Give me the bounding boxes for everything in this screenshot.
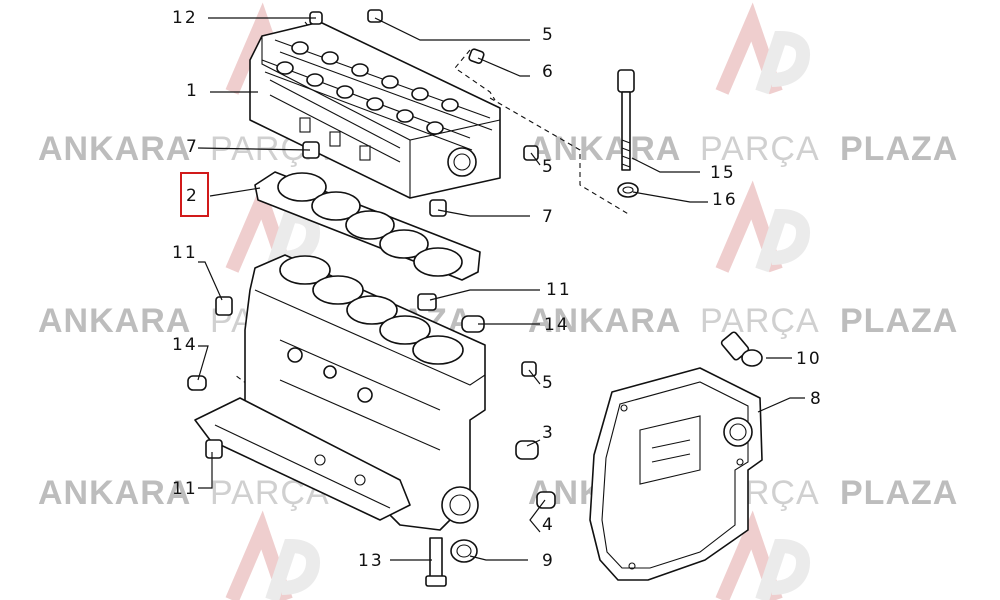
callout-12: 12 bbox=[172, 8, 198, 28]
timing-cover-part bbox=[589, 367, 763, 581]
callout-5: 5 bbox=[542, 373, 555, 393]
callout-10: 10 bbox=[796, 349, 822, 369]
part-11-dowel bbox=[205, 439, 223, 459]
watermark-text-bold: PLAZA bbox=[840, 130, 958, 168]
crank-bore bbox=[441, 486, 479, 524]
callout-5: 5 bbox=[542, 157, 555, 177]
callout-11: 11 bbox=[172, 243, 198, 263]
callout-4: 4 bbox=[542, 515, 555, 535]
cover-opening bbox=[723, 417, 753, 447]
callout-2: 2 bbox=[186, 186, 199, 206]
callout-9: 9 bbox=[542, 551, 555, 571]
gasket-bore bbox=[345, 210, 395, 240]
gasket-bore bbox=[379, 229, 429, 259]
part-13-bolt bbox=[425, 537, 447, 587]
callout-1: 1 bbox=[186, 81, 199, 101]
watermark-logo-mid-right bbox=[715, 180, 810, 273]
part-10-screw bbox=[720, 331, 763, 367]
part-6-plug bbox=[468, 48, 485, 64]
watermark-text-bold: ANKARA bbox=[38, 302, 191, 340]
callout-3: 3 bbox=[542, 423, 555, 443]
watermark-text-bold: PLAZA bbox=[840, 474, 958, 512]
callout-labels: 12 5 6 1 7 5 15 16 2 7 11 11 14 14 10 5 … bbox=[172, 8, 823, 571]
part-5-plug bbox=[367, 9, 383, 23]
watermark-text-bold: PLAZA bbox=[840, 302, 958, 340]
callout-14: 14 bbox=[544, 315, 570, 335]
watermark-logo-bottom-right bbox=[715, 510, 810, 600]
gasket-bore bbox=[311, 191, 361, 221]
cylinder-block-part bbox=[194, 254, 486, 531]
callout-5: 5 bbox=[542, 25, 555, 45]
watermark-logo-bottom-center bbox=[225, 510, 320, 600]
cylinder-head-part bbox=[249, 21, 501, 199]
callout-2-highlight-box bbox=[180, 172, 209, 217]
watermark-text-bold: ANKARA bbox=[38, 474, 191, 512]
part-9-seal-ring bbox=[450, 539, 478, 563]
watermark-text-bold: ANKARA bbox=[528, 302, 681, 340]
small-parts bbox=[187, 9, 763, 587]
callout-6: 6 bbox=[542, 62, 555, 82]
camshaft-intake bbox=[274, 39, 493, 131]
leader-lines bbox=[197, 17, 805, 561]
part-7-plug bbox=[429, 199, 447, 217]
callout-15: 15 bbox=[710, 163, 736, 183]
gasket-bore bbox=[277, 172, 327, 202]
part-16-washer bbox=[617, 182, 639, 198]
callout-7: 7 bbox=[186, 137, 199, 157]
head-port-opening bbox=[447, 147, 477, 177]
part-11-dowel bbox=[417, 293, 437, 311]
part-4-plug bbox=[536, 491, 556, 509]
callout-8: 8 bbox=[810, 389, 823, 409]
camshaft-exhaust bbox=[261, 59, 473, 151]
part-14-seal bbox=[187, 375, 207, 391]
callout-7: 7 bbox=[542, 207, 555, 227]
watermark-logo-top-right bbox=[715, 2, 810, 95]
watermark-text-light: PARÇA bbox=[700, 130, 820, 168]
callout-16: 16 bbox=[712, 190, 738, 210]
part-15-bolt bbox=[617, 69, 635, 171]
head-gasket-part bbox=[254, 171, 481, 281]
callout-11: 11 bbox=[172, 479, 198, 499]
watermark-text-light: PARÇA bbox=[700, 302, 820, 340]
watermark-text-bold: ANKARA bbox=[528, 130, 681, 168]
part-3-plug bbox=[515, 440, 539, 460]
callout-13: 13 bbox=[358, 551, 384, 571]
part-11-dowel bbox=[215, 296, 233, 316]
gasket-bore bbox=[413, 247, 463, 277]
part-5-plug bbox=[521, 361, 537, 377]
watermark-text-bold: ANKARA bbox=[38, 130, 191, 168]
callout-14: 14 bbox=[172, 335, 198, 355]
callout-11: 11 bbox=[546, 280, 572, 300]
